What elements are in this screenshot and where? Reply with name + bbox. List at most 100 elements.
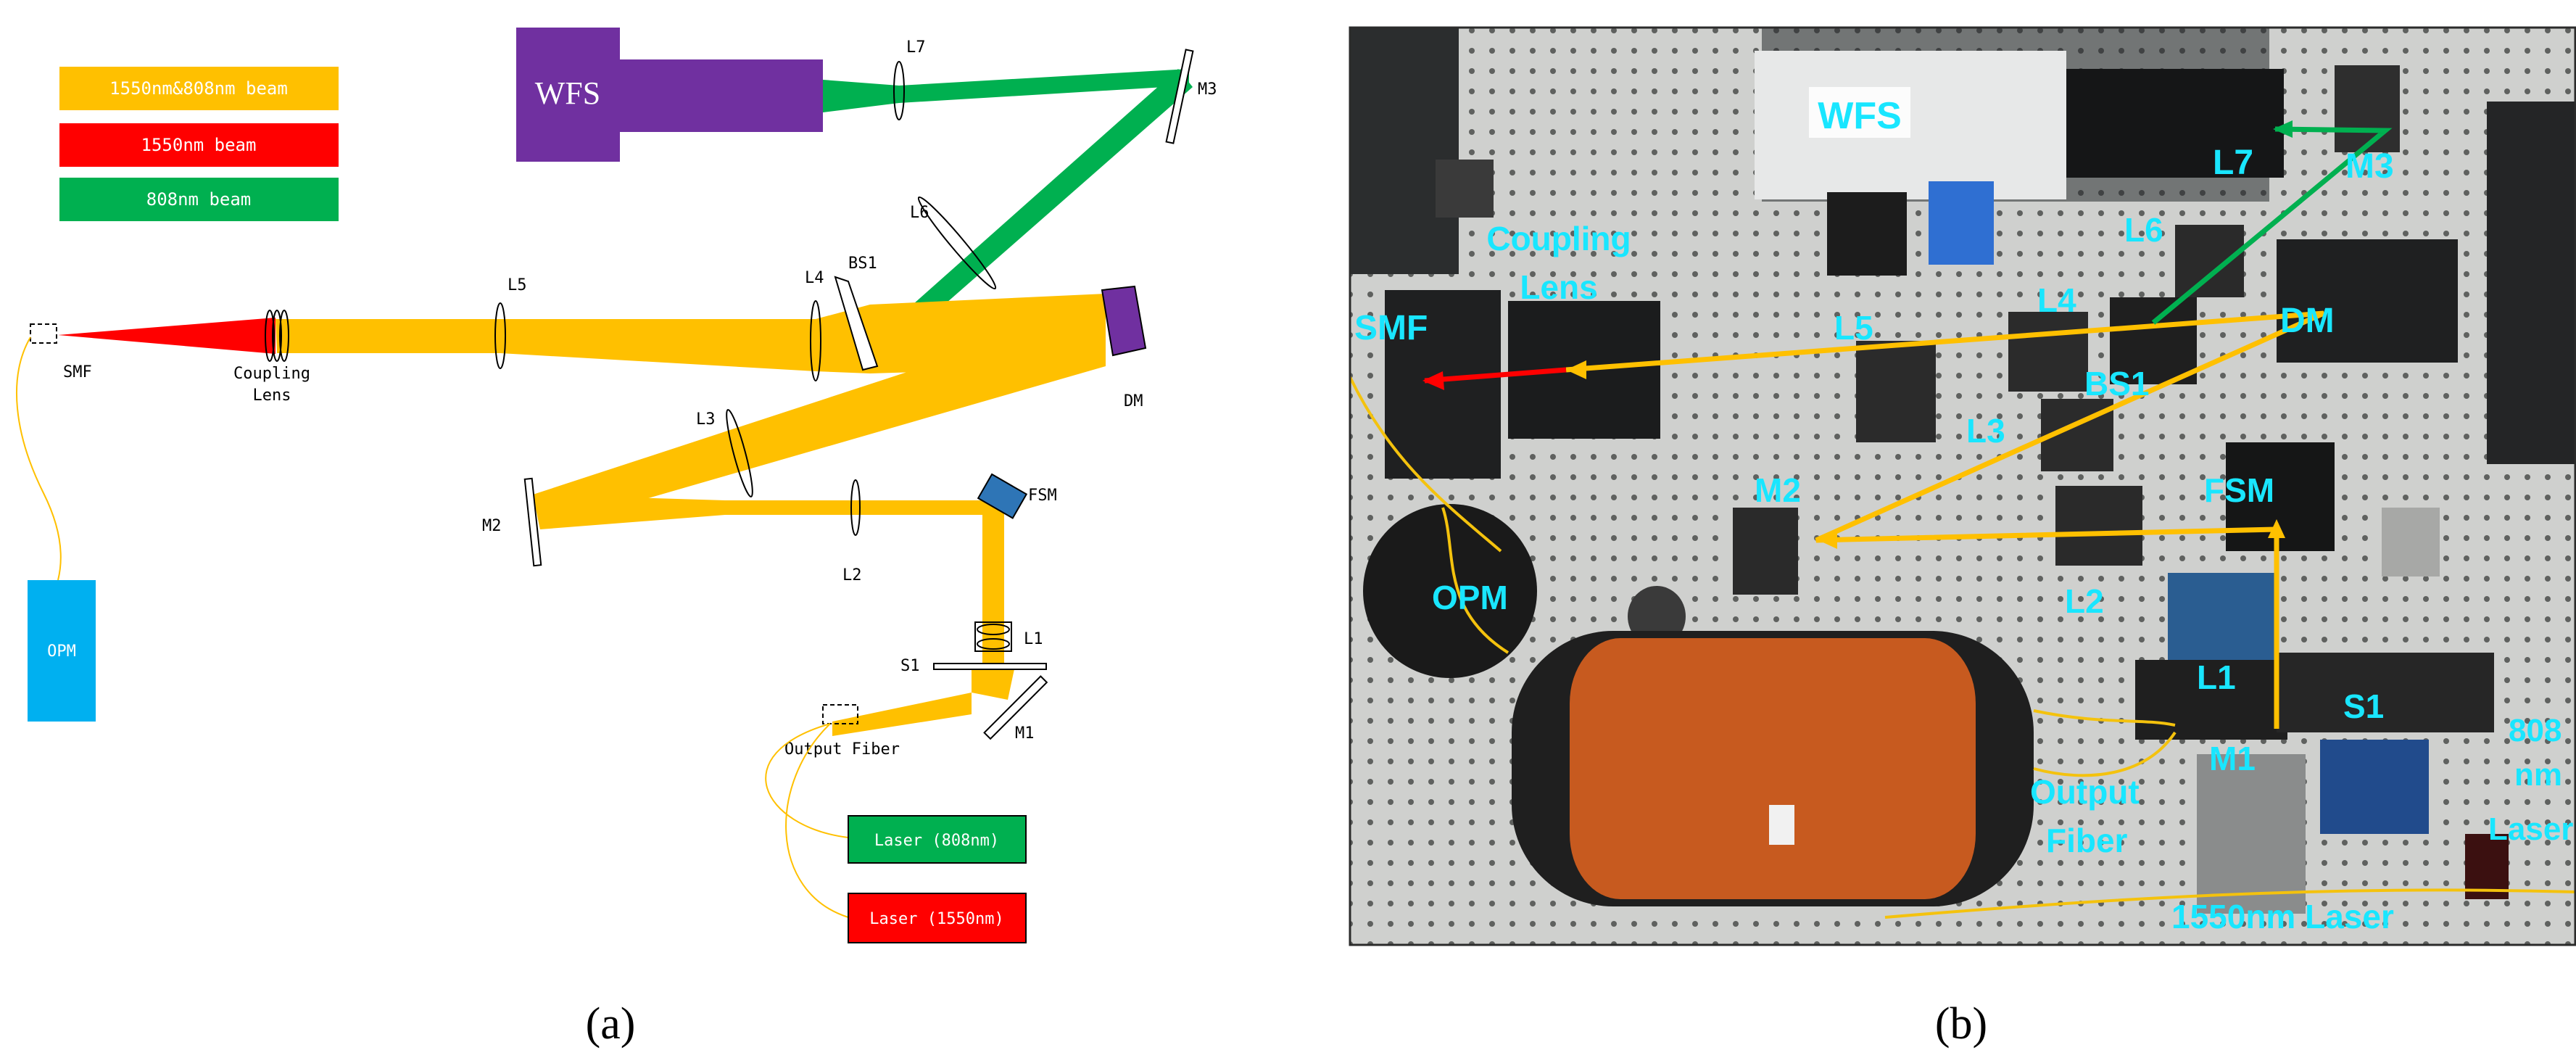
- legend-red-label: 1550nm beam: [141, 135, 257, 155]
- wfs-barrel: [620, 59, 823, 132]
- l4-label: L4: [805, 269, 824, 287]
- photo-mount-m3: [2335, 65, 2400, 152]
- photo-cables-right: [2487, 102, 2575, 464]
- panel-a-schematic: 1550nm&808nm beam 1550nm beam 808nm beam…: [16, 28, 1217, 1049]
- photo-fiber: [2033, 709, 2176, 727]
- photo-label-s1: S1: [2343, 687, 2384, 725]
- photo-label-dm: DM: [2280, 302, 2335, 340]
- photo-label-fiber: Fiber: [2046, 822, 2128, 859]
- yellow-beam-m1-spot: [972, 666, 1015, 700]
- l6-label: L6: [910, 204, 929, 222]
- photo-beam-red: [1424, 367, 1567, 384]
- l3-label: L3: [696, 410, 716, 429]
- photo-label-smf: SMF: [1354, 309, 1428, 347]
- photo-beam-green: [2151, 126, 2393, 325]
- s1-shutter: [933, 663, 1047, 670]
- photo-label-opm: OPM: [1432, 579, 1508, 616]
- lens-l4-icon: [810, 300, 821, 381]
- photo-beam-arrow: [1818, 532, 1837, 549]
- photo-laser-808-driver: [2168, 573, 2277, 660]
- fsm-label: FSM: [1028, 487, 1057, 505]
- lens-l3-icon: [726, 409, 753, 497]
- yellow-beam-dm-m2: [533, 308, 1106, 529]
- output-fiber-label: Output Fiber: [784, 740, 900, 759]
- dm-label: DM: [1124, 392, 1143, 410]
- photo-label-output: Output: [2030, 773, 2140, 811]
- photo-label-lens: Lens: [1520, 268, 1597, 306]
- photo-l5-mount: [1856, 341, 1936, 442]
- caption-b: (b): [1935, 999, 1987, 1049]
- opm-box: [28, 580, 96, 722]
- photo-1550-laser: [2320, 740, 2429, 834]
- photo-plate: [2382, 508, 2440, 576]
- fsm-mirror: [977, 473, 1028, 519]
- yellow-beam-fsm-m1: [982, 500, 1004, 666]
- photo-l2-mount: [2055, 486, 2142, 566]
- bs1-label: BS1: [848, 255, 877, 273]
- fiber-output-1550: [785, 723, 849, 918]
- photo-label-bs1: BS1: [2084, 365, 2149, 402]
- photo-beam-arrow: [2268, 519, 2285, 538]
- mirror-m2-icon: [523, 477, 542, 567]
- s1-label: S1: [900, 657, 920, 675]
- laser-808-box: [848, 815, 1027, 864]
- yellow-beam-m1-fiber: [832, 693, 972, 736]
- photo-s1-mount: [2277, 653, 2494, 732]
- yellow-beam-m2-fsm: [533, 495, 993, 529]
- wfs-label: WFS: [535, 75, 600, 111]
- photo-label-fsm: FSM: [2204, 471, 2274, 509]
- legend-red-swatch: [59, 123, 339, 167]
- l7-label: L7: [906, 38, 926, 57]
- photo-bs1-mount: [2110, 297, 2197, 384]
- photo-l6-mount: [2175, 225, 2244, 297]
- photo-beam-arrow: [1422, 371, 1444, 390]
- lens-l5-icon: [494, 302, 506, 369]
- dm-mirror: [1101, 285, 1147, 357]
- lens-l1-icon-2: [977, 638, 1010, 650]
- mirror-m3-icon: [1165, 49, 1194, 144]
- photo-fiber: [2033, 731, 2177, 777]
- legend-green-label: 808nm beam: [146, 189, 252, 210]
- coupling-lens-label-2: Lens: [253, 387, 291, 405]
- red-beam: [58, 318, 276, 354]
- photo-label-m2: M2: [1755, 471, 1801, 509]
- output-fiber-connector: [822, 704, 858, 724]
- coupling-lens-label-1: Coupling: [233, 365, 310, 383]
- photo-label-wfs: WFS: [1818, 95, 1902, 137]
- photo-opm: [1363, 504, 1537, 678]
- photo-label-l4: L4: [2037, 281, 2076, 319]
- photo-fiber: [1350, 376, 1502, 553]
- lens-l2-icon: [850, 479, 861, 536]
- photo-orange-cylinder: [1570, 638, 1976, 899]
- photo-m2-mount: [1733, 508, 1798, 595]
- photo-equipment: [1436, 160, 1494, 218]
- photo-label-l6: L6: [2124, 211, 2163, 249]
- photo-wfs-tube: [2066, 69, 2284, 178]
- photo-beam-arrow: [1566, 360, 1586, 379]
- smf-connector: [30, 323, 57, 344]
- l2-label: L2: [842, 566, 862, 584]
- photo-wfs-lens: [1827, 192, 1907, 276]
- photo-label-m3: M3: [2345, 147, 2394, 186]
- wfs-body: [516, 28, 620, 162]
- photo-beam-arrow: [2273, 120, 2293, 138]
- yellow-beam-coupling-bs1: [276, 319, 816, 371]
- m1-label: M1: [1015, 724, 1035, 743]
- photo-label-l7: L7: [2213, 144, 2253, 182]
- photo-laser-mount: [2197, 754, 2306, 914]
- laser-1550-label: Laser (1550nm): [869, 910, 1003, 928]
- l1-label: L1: [1024, 630, 1043, 648]
- photo-label-coupling: Coupling: [1486, 220, 1631, 257]
- photo-beam-yellow: [1565, 310, 2325, 729]
- photo-label-l1: L1: [2197, 658, 2236, 696]
- photo-label-808-3: Laser: [2488, 811, 2573, 847]
- laser-1550-box: [848, 893, 1027, 943]
- photo-wfs-label-bg: [1809, 87, 1910, 138]
- photo-l4-mount: [2008, 312, 2088, 392]
- legend-green-swatch: [59, 178, 339, 221]
- photo-808-laser: [2465, 834, 2509, 899]
- m3-label: M3: [1198, 80, 1217, 99]
- photo-fiber: [1884, 888, 2575, 919]
